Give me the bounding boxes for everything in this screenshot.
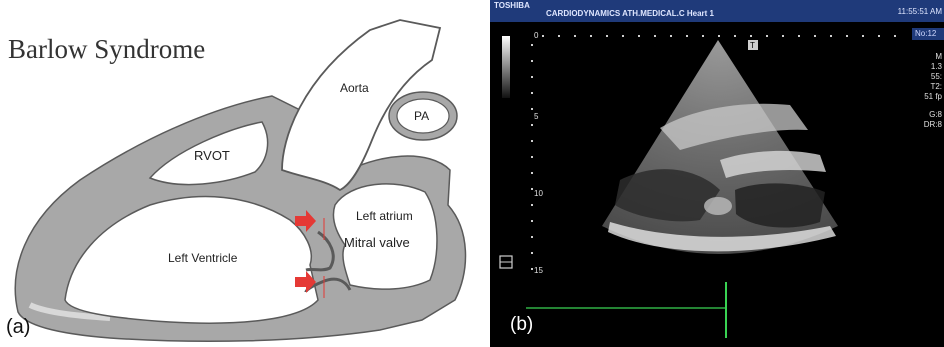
echo-atrium-cavity xyxy=(735,183,825,227)
panel-a-label: (a) xyxy=(6,316,30,339)
param-1: 1.3 xyxy=(912,62,942,72)
label-left-ventricle: Left Ventricle xyxy=(168,251,238,265)
param-2: 55: xyxy=(912,72,942,82)
param-5: G:8 xyxy=(912,110,942,120)
acquisition-params: M 1.3 55: T2: 51 fp G:8 DR:8 xyxy=(912,52,942,130)
label-mitral-valve: Mitral valve xyxy=(344,235,410,250)
param-0: M xyxy=(912,52,942,62)
echo-panel-b: TOSHIBA CARDIODYNAMICS ATH.MEDICAL.C Hea… xyxy=(490,0,944,347)
depth-tick-15: 15 xyxy=(534,266,543,275)
heart-diagram: Aorta PA RVOT Left atrium Left Ventricle… xyxy=(0,0,490,347)
panel-b-label: (b) xyxy=(510,314,533,336)
label-aorta: Aorta xyxy=(340,81,369,95)
grayscale-bar xyxy=(502,36,510,98)
diagram-panel-a: Barlow Syndrome Aorta PA RVOT Left atriu… xyxy=(0,0,490,347)
label-pa: PA xyxy=(414,109,429,123)
echo-image: T xyxy=(490,0,944,347)
frame-number-badge: No:12 xyxy=(912,28,944,40)
param-3: T2: xyxy=(912,82,942,92)
param-6: DR:8 xyxy=(912,120,942,130)
focus-marker: T xyxy=(750,41,755,50)
depth-tick-5: 5 xyxy=(534,112,538,121)
depth-tick-10: 10 xyxy=(534,189,543,198)
echo-mitral-echo xyxy=(704,197,732,215)
depth-tick-0: 0 xyxy=(534,31,538,40)
param-4: 51 fp xyxy=(912,92,942,102)
label-rvot: RVOT xyxy=(194,148,230,163)
label-left-atrium: Left atrium xyxy=(356,209,413,223)
